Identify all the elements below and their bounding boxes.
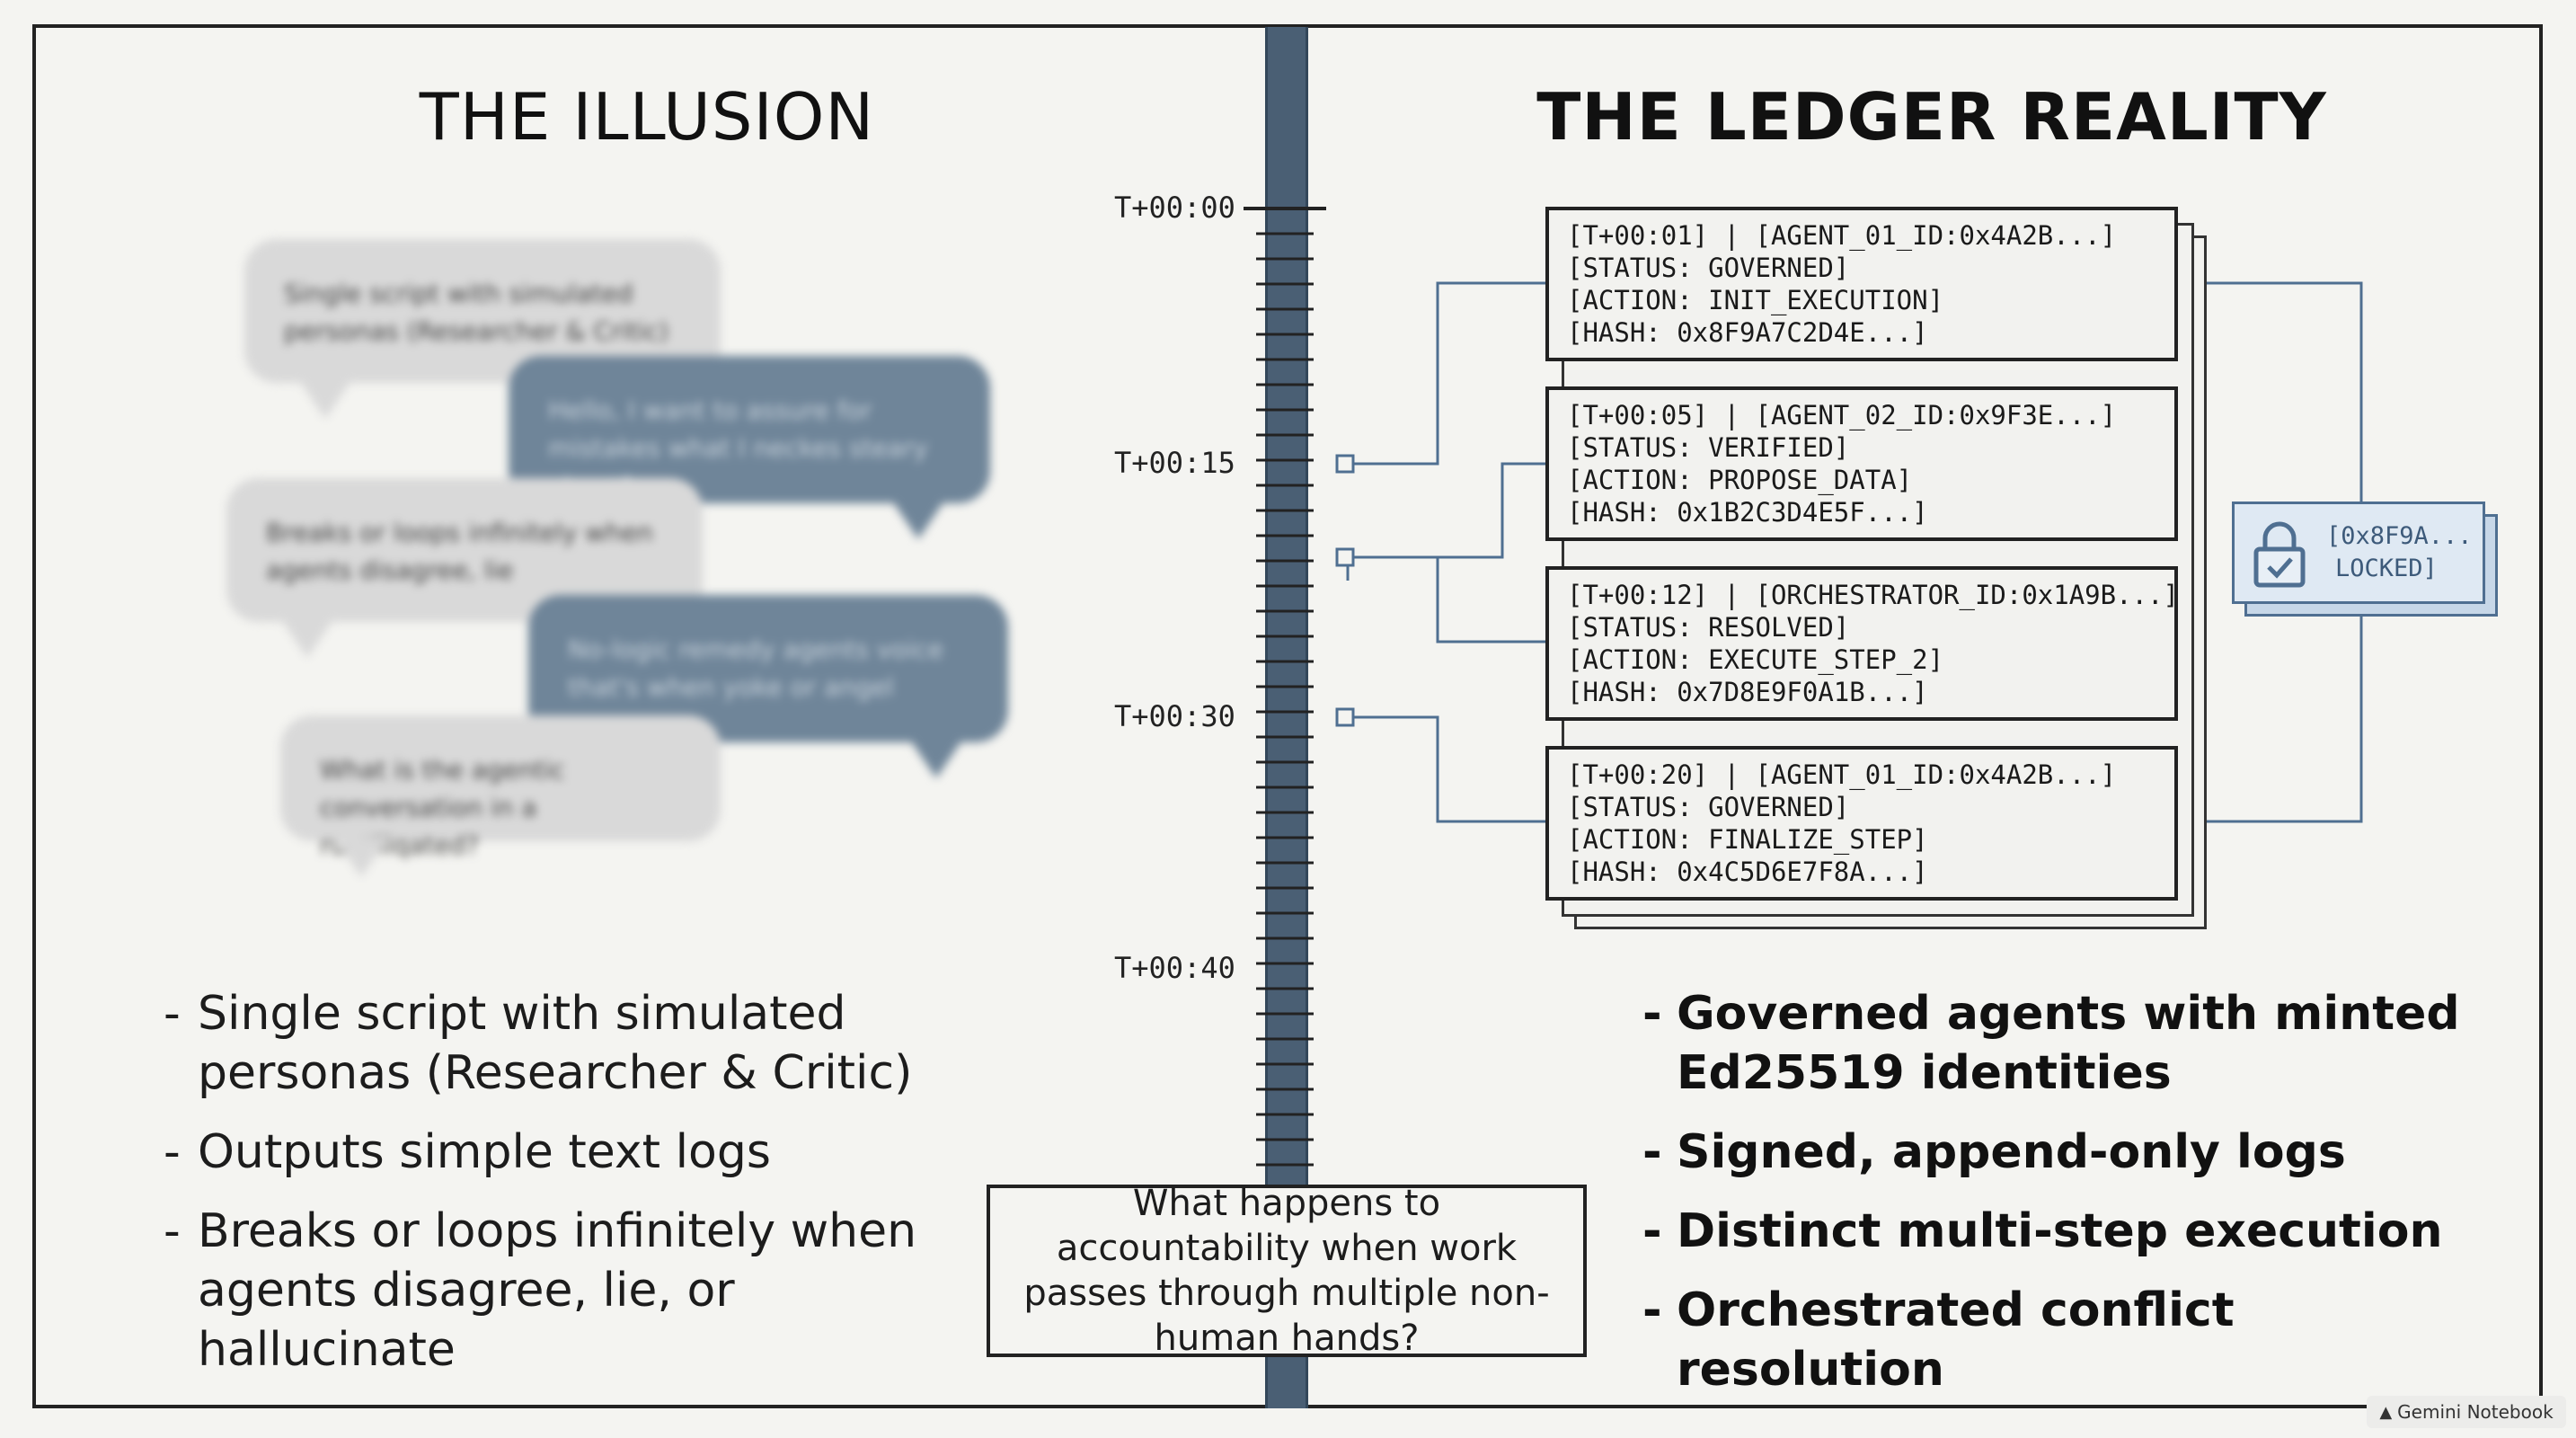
illusion-bullet-list: -Single script with simulated personas (… <box>164 984 999 1399</box>
bullet-dash: - <box>164 1204 181 1258</box>
bullet-dash: - <box>1642 1283 1662 1337</box>
bullet-text: Governed agents with minted Ed25519 iden… <box>1677 987 2460 1100</box>
chat-bubble: What is the agentic conversation in a ru… <box>280 715 721 877</box>
bullet-text: Signed, append-only logs <box>1677 1125 2346 1179</box>
watermark-text: Gemini Notebook <box>2397 1401 2554 1423</box>
ledger-entry-header: [T+00:12] | [ORCHESTRATOR_ID:0x1A9B...] <box>1567 580 2179 610</box>
bullet-text: Outputs simple text logs <box>198 1125 771 1179</box>
bubble-tail <box>891 500 945 539</box>
bullet-dash: - <box>164 987 181 1041</box>
lock-check-icon <box>2253 521 2306 588</box>
ledger-entry-action: [ACTION: PROPOSE_DATA] <box>1567 465 1913 495</box>
bullet-text: Orchestrated conflict resolution <box>1677 1283 2235 1397</box>
ledger-bullet-list: -Governed agents with minted Ed25519 ide… <box>1642 984 2505 1419</box>
time-label: T+00:40 <box>1114 951 1235 985</box>
ledger-entry-status: [STATUS: VERIFIED] <box>1567 432 1850 463</box>
ledger-entry: [T+00:01] | [AGENT_01_ID:0x4A2B...] [STA… <box>1545 207 2178 361</box>
ledger-entry-header: [T+00:05] | [AGENT_02_ID:0x9F3E...] <box>1567 400 2117 431</box>
ledger-entry-status: [STATUS: RESOLVED] <box>1567 612 1850 643</box>
notebook-icon: ▲ <box>2379 1402 2393 1422</box>
ledger-entry: [T+00:20] | [AGENT_01_ID:0x4A2B...] [STA… <box>1545 746 2178 901</box>
question-text: What happens to accountability when work… <box>1023 1183 1550 1359</box>
timeline-bar <box>1265 27 1308 1408</box>
bullet-dash: - <box>1642 1204 1662 1258</box>
ledger-entry-status: [STATUS: GOVERNED] <box>1567 792 1850 822</box>
ledger-entry: [T+00:05] | [AGENT_02_ID:0x9F3E...] [STA… <box>1545 386 2178 541</box>
bullet-text: Single script with simulated personas (R… <box>198 987 913 1100</box>
chat-bubble-text: What is the agentic conversation in a ru… <box>320 755 565 860</box>
lock-status-text: LOCKED] <box>2335 555 2438 582</box>
accountability-question-box: What happens to accountability when work… <box>987 1183 1587 1359</box>
bullet-item: -Signed, append-only logs <box>1642 1123 2505 1182</box>
ledger-entry-header: [T+00:01] | [AGENT_01_ID:0x4A2B...] <box>1567 220 2117 251</box>
bullet-item: -Distinct multi-step execution <box>1642 1202 2505 1261</box>
chat-bubble-text: No-logic remedy agents voice that's when… <box>568 635 943 702</box>
illusion-title: THE ILLUSION <box>419 79 875 155</box>
time-label: T+00:00 <box>1114 191 1235 225</box>
ledger-entry-action: [ACTION: EXECUTE_STEP_2] <box>1567 644 1944 675</box>
time-label: T+00:15 <box>1114 446 1235 480</box>
lock-hash-text: [0x8F9A... <box>2326 522 2473 550</box>
bullet-text: Distinct multi-step execution <box>1677 1204 2443 1258</box>
ledger-entry: [T+00:12] | [ORCHESTRATOR_ID:0x1A9B...] … <box>1545 566 2179 721</box>
lock-label: [0x8F9A... LOCKED] <box>2326 520 2473 585</box>
chat-illustration: Single script with simulated personas (R… <box>207 225 1015 908</box>
bullet-text: Breaks or loops infinitely when agents d… <box>198 1204 917 1377</box>
timeline-ticks <box>1244 207 1326 1167</box>
ledger-entry-header: [T+00:20] | [AGENT_01_ID:0x4A2B...] <box>1567 759 2117 790</box>
ledger-entry-hash: [HASH: 0x8F9A7C2D4E...] <box>1567 317 1928 348</box>
ledger-entry-hash: [HASH: 0x4C5D6E7F8A...] <box>1567 857 1928 887</box>
time-label: T+00:30 <box>1114 699 1235 733</box>
bubble-tail <box>280 618 334 658</box>
ledger-entry-action: [ACTION: INIT_EXECUTION] <box>1567 285 1944 315</box>
ledger-entry-action: [ACTION: FINALIZE_STEP] <box>1567 824 1928 855</box>
bullet-dash: - <box>164 1125 181 1179</box>
bullet-item: -Breaks or loops infinitely when agents … <box>164 1202 999 1380</box>
chat-bubble-text: Breaks or loops infinitely when agents d… <box>266 518 653 585</box>
bullet-item: -Governed agents with minted Ed25519 ide… <box>1642 984 2505 1103</box>
chat-bubble-text: Single script with simulated personas (R… <box>284 279 669 346</box>
ledger-entry-hash: [HASH: 0x1B2C3D4E5F...] <box>1567 497 1928 528</box>
bullet-item: -Orchestrated conflict resolution <box>1642 1281 2505 1399</box>
ledger-entry-hash: [HASH: 0x7D8E9F0A1B...] <box>1567 677 1928 707</box>
bubble-tail <box>298 379 352 419</box>
bullet-item: -Outputs simple text logs <box>164 1123 999 1182</box>
ledger-entry-status: [STATUS: GOVERNED] <box>1567 253 1850 283</box>
bubble-tail <box>334 838 388 877</box>
gemini-notebook-watermark: ▲ Gemini Notebook <box>2367 1396 2566 1428</box>
lock-badge: [0x8F9A... LOCKED] <box>2232 502 2485 604</box>
bullet-dash: - <box>1642 1125 1662 1179</box>
bubble-tail <box>909 739 963 778</box>
bullet-item: -Single script with simulated personas (… <box>164 984 999 1103</box>
bullet-dash: - <box>1642 987 1662 1041</box>
ledger-reality-title: THE LEDGER REALITY <box>1536 79 2327 155</box>
